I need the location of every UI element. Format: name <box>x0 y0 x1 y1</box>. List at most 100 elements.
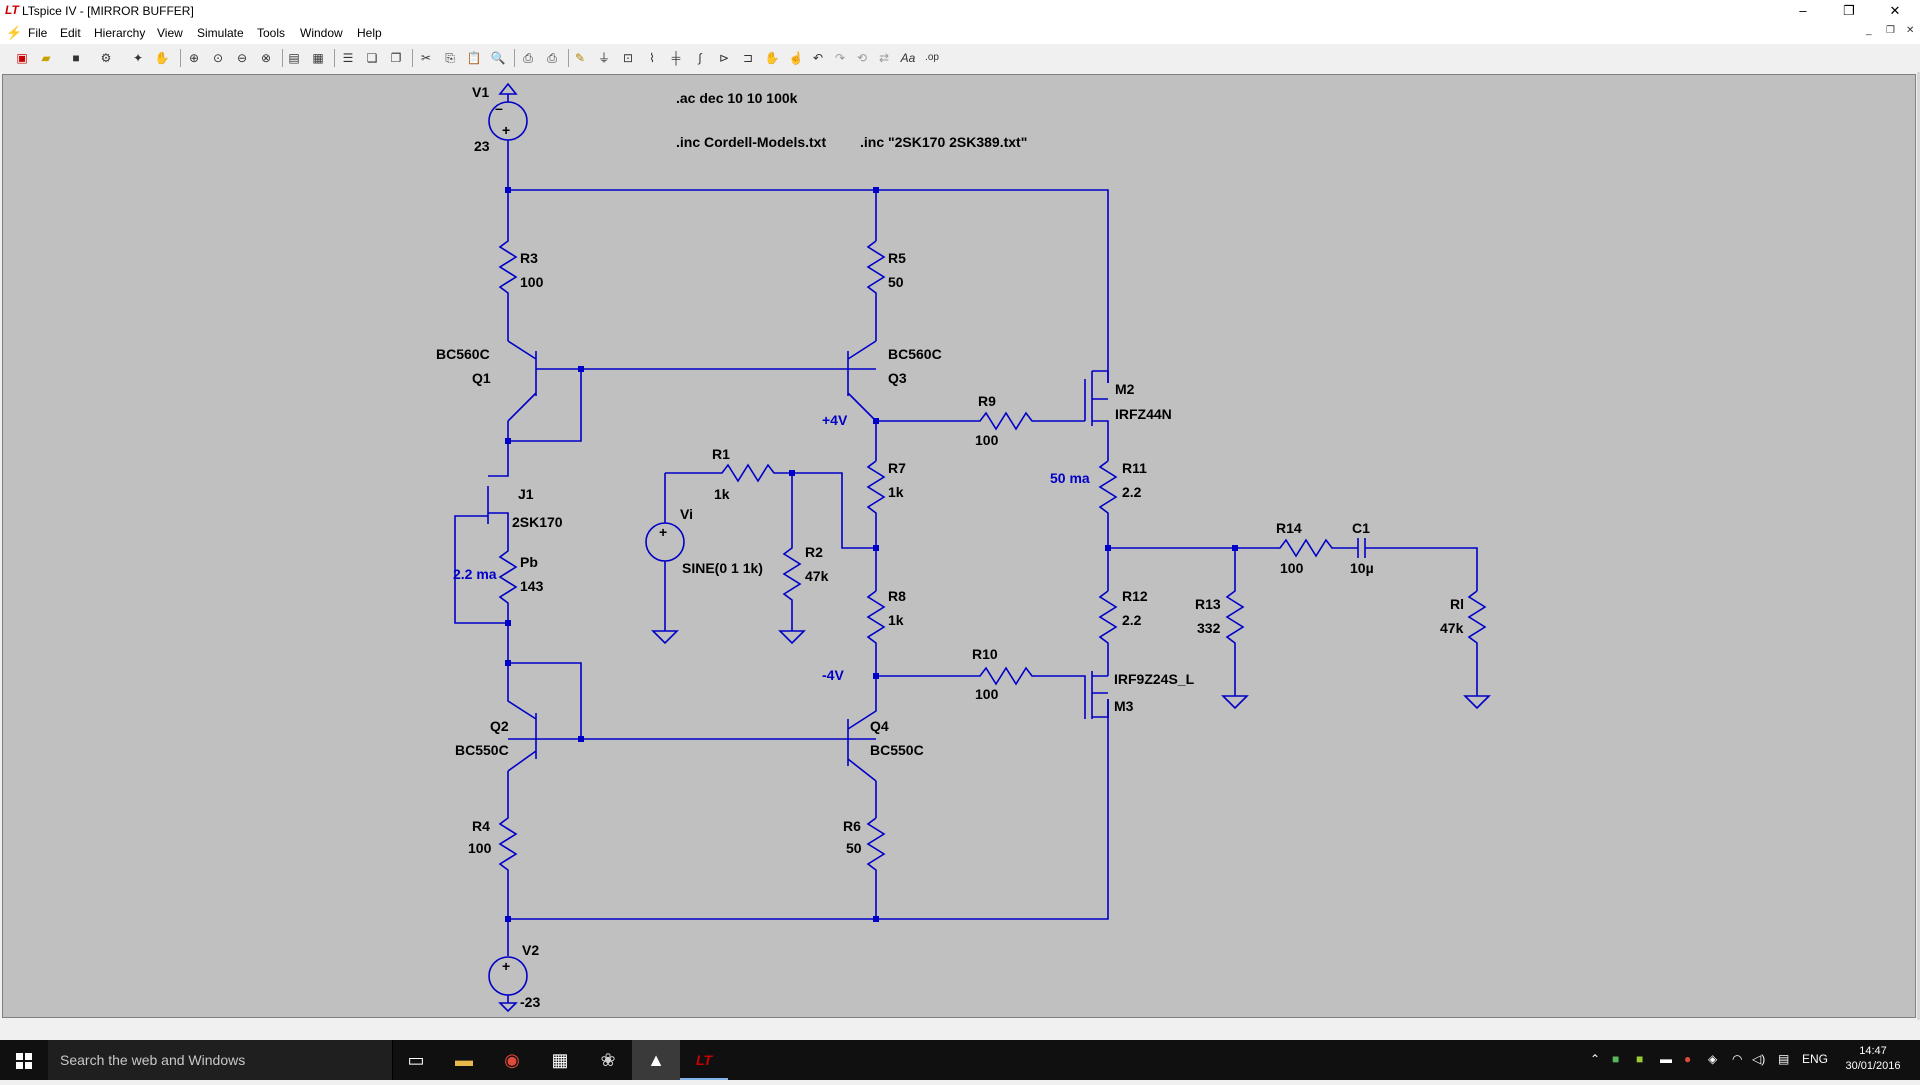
r11-value[interactable]: 2.2 <box>1122 484 1142 500</box>
zoom-out-icon[interactable]: ⊖ <box>236 51 248 65</box>
q2-model[interactable]: BC550C <box>455 742 509 758</box>
autorange-icon[interactable]: ▤ <box>288 51 300 65</box>
menu-simulate[interactable]: Simulate <box>197 26 244 40</box>
vi-value[interactable]: SINE(0 1 1k) <box>682 560 763 576</box>
diode-icon[interactable]: ⊳ <box>718 51 730 65</box>
photos-icon[interactable]: ▲ <box>632 1040 680 1080</box>
pb-value[interactable]: 143 <box>520 578 544 594</box>
language-indicator[interactable]: ENG <box>1802 1052 1829 1066</box>
r13-name[interactable]: R13 <box>1195 596 1221 612</box>
r8-name[interactable]: R8 <box>888 588 906 604</box>
menu-view[interactable]: View <box>157 26 183 40</box>
action-center-icon[interactable]: ▤ <box>1778 1052 1790 1066</box>
r7-name[interactable]: R7 <box>888 460 906 476</box>
r14-value[interactable]: 100 <box>1280 560 1304 576</box>
r4-name[interactable]: R4 <box>472 818 490 834</box>
r6-value[interactable]: 50 <box>846 840 862 856</box>
v1-value[interactable]: 23 <box>474 138 490 154</box>
file-explorer-icon[interactable]: ▬ <box>455 1050 473 1070</box>
m2-name[interactable]: M2 <box>1115 381 1135 397</box>
print-icon[interactable]: ⎙ <box>547 51 557 65</box>
q4-model[interactable]: BC550C <box>870 742 924 758</box>
r1-value[interactable]: 1k <box>714 486 730 502</box>
r12-name[interactable]: R12 <box>1122 588 1148 604</box>
ground-icon[interactable]: ⏚ <box>597 51 610 65</box>
vertical-scrollbar[interactable] <box>1917 72 1920 1020</box>
tile-vertical-icon[interactable]: ❐ <box>390 51 402 65</box>
mdi-close-icon[interactable]: ✕ <box>1906 25 1915 36</box>
zoom-in-icon[interactable]: ⊕ <box>188 51 200 65</box>
calculator-icon[interactable]: ▦ <box>551 1050 569 1070</box>
q4-name[interactable]: Q4 <box>870 718 889 734</box>
c1-name[interactable]: C1 <box>1352 520 1370 536</box>
directive-ac[interactable]: .ac dec 10 10 100k <box>676 90 798 106</box>
r8-value[interactable]: 1k <box>888 612 904 628</box>
tray-app-icon[interactable]: ■ <box>1636 1052 1644 1066</box>
halt-icon[interactable]: ✋ <box>154 51 170 65</box>
r7-value[interactable]: 1k <box>888 484 904 500</box>
new-schematic-icon[interactable]: ▣ <box>16 51 28 65</box>
q3-model[interactable]: BC560C <box>888 346 942 362</box>
rotate-icon[interactable]: ⟲ <box>856 51 868 65</box>
menu-file[interactable]: File <box>28 26 48 40</box>
j1-model[interactable]: 2SK170 <box>512 514 563 530</box>
directive-inc-cordell[interactable]: .inc Cordell-Models.txt <box>676 134 826 150</box>
start-button[interactable] <box>0 1040 48 1080</box>
menu-window[interactable]: Window <box>300 26 343 40</box>
r9-name[interactable]: R9 <box>978 393 996 409</box>
r5-value[interactable]: 50 <box>888 274 904 290</box>
m3-model[interactable]: IRF9Z24S_L <box>1114 671 1195 687</box>
current-50ma-label[interactable]: 50 ma <box>1050 470 1090 486</box>
tray-app-icon[interactable]: ● <box>1684 1052 1692 1066</box>
r6-name[interactable]: R6 <box>843 818 861 834</box>
find-icon[interactable]: 🔍 <box>490 51 506 65</box>
cut-icon[interactable]: ✂ <box>420 51 432 65</box>
r2-value[interactable]: 47k <box>805 568 829 584</box>
mirror-icon[interactable]: ⇄ <box>878 51 890 65</box>
net-label-plus4v[interactable]: +4V <box>822 412 848 428</box>
rl-value[interactable]: 47k <box>1440 620 1464 636</box>
r5-name[interactable]: R5 <box>888 250 906 266</box>
copy-icon[interactable]: ⎘ <box>445 51 455 65</box>
m3-name[interactable]: M3 <box>1114 698 1134 714</box>
v2-name[interactable]: V2 <box>522 942 539 958</box>
resistor-icon[interactable]: ⌇ <box>649 51 655 65</box>
r9-value[interactable]: 100 <box>975 432 999 448</box>
schematic-canvas[interactable]: – + + + .ac dec 10 10 100k .inc Cordell-… <box>2 74 1916 1018</box>
m2-model[interactable]: IRFZ44N <box>1115 406 1172 422</box>
q1-model[interactable]: BC560C <box>436 346 490 362</box>
r10-value[interactable]: 100 <box>975 686 999 702</box>
r13-value[interactable]: 332 <box>1197 620 1221 636</box>
run-icon[interactable]: ✦ <box>132 51 144 65</box>
wire-pencil-icon[interactable]: ✎ <box>574 51 586 65</box>
minimize-button[interactable]: – <box>1799 3 1807 18</box>
r3-name[interactable]: R3 <box>520 250 538 266</box>
pb-name[interactable]: Pb <box>520 554 538 570</box>
label-net-icon[interactable]: ⊡ <box>622 51 634 65</box>
vi-name[interactable]: Vi <box>680 506 693 522</box>
zoom-fit-icon[interactable]: ⊗ <box>260 51 272 65</box>
app-icon[interactable]: ❀ <box>600 1050 616 1070</box>
task-view-icon[interactable]: ▭ <box>407 1050 425 1070</box>
current-2.2ma-label[interactable]: 2.2 ma <box>453 566 497 582</box>
network-wifi-icon[interactable]: ◠ <box>1732 1052 1743 1066</box>
taskbar-search-box[interactable]: Search the web and Windows <box>48 1040 393 1080</box>
control-panel-icon[interactable]: ⚙ <box>100 51 112 65</box>
q2-name[interactable]: Q2 <box>490 718 509 734</box>
r4-value[interactable]: 100 <box>468 840 492 856</box>
menu-edit[interactable]: Edit <box>60 26 81 40</box>
directive-inc-2sk170[interactable]: .inc "2SK170 2SK389.txt" <box>860 134 1027 150</box>
chrome-icon[interactable]: ◉ <box>504 1050 520 1070</box>
spice-directive-icon[interactable]: .op <box>925 52 939 63</box>
save-icon[interactable]: ■ <box>72 51 80 65</box>
capacitor-icon[interactable]: ╪ <box>671 51 681 65</box>
text-icon[interactable]: Aa <box>900 51 916 65</box>
tray-app-icon[interactable]: ◈ <box>1708 1052 1718 1066</box>
menu-hierarchy[interactable]: Hierarchy <box>94 26 146 40</box>
close-button[interactable]: ✕ <box>1889 3 1901 18</box>
cascade-icon[interactable]: ❏ <box>366 51 378 65</box>
v2-value[interactable]: -23 <box>520 994 540 1010</box>
paste-icon[interactable]: 📋 <box>466 51 482 65</box>
document-system-icon[interactable]: ⚡ <box>6 25 23 40</box>
drag-icon[interactable]: ☝ <box>788 51 804 65</box>
